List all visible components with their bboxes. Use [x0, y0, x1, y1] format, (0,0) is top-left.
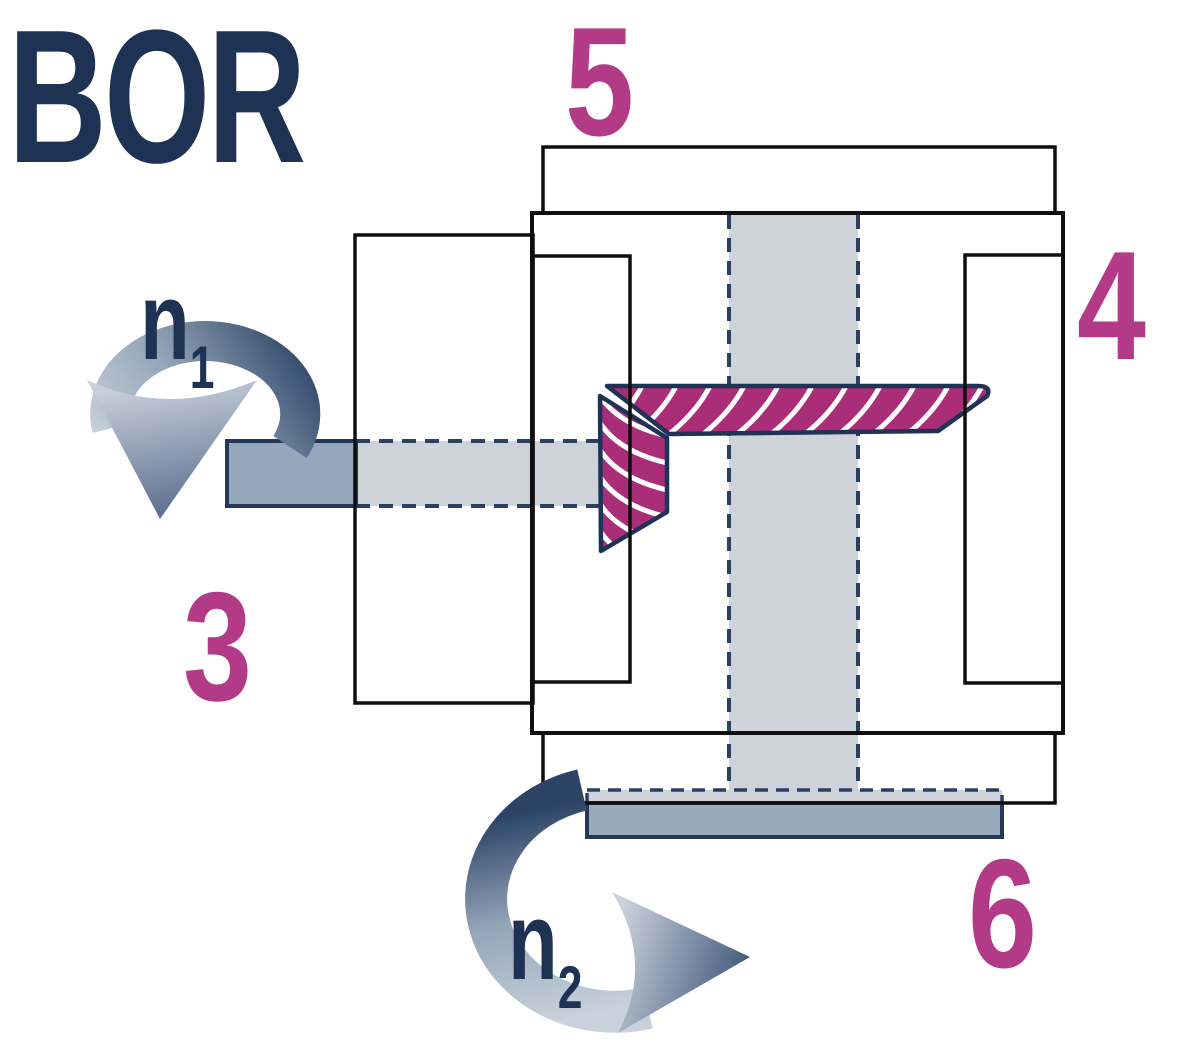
- logo-text: BOR: [8, 0, 306, 203]
- rotation-arrow-n1-icon: [87, 321, 321, 519]
- housing-outlines: [353, 145, 1065, 805]
- input-shaft-hidden: [356, 441, 602, 506]
- output-shaft: [727, 215, 860, 790]
- output-disc: [585, 788, 1004, 839]
- callout-5: 5: [565, 0, 634, 168]
- top-cover-fill: [543, 147, 1055, 213]
- arrow-band: [465, 769, 653, 1033]
- output-disc-visible: [585, 801, 1004, 839]
- arrow-head: [87, 380, 257, 519]
- input-shaft-end: [225, 439, 358, 508]
- crown-gear-outline: [604, 383, 991, 437]
- crown-gear: [604, 383, 991, 437]
- input-shaft: [225, 439, 602, 508]
- callout-6: 6: [968, 827, 1037, 1000]
- arrow-band: [90, 321, 321, 458]
- main-housing-outline: [530, 211, 1065, 735]
- speed-n2-sub: 2: [557, 954, 583, 1021]
- rotation-arrow-n2-icon: [465, 769, 750, 1033]
- arrow-head: [612, 892, 750, 1033]
- callout-4: 4: [1077, 219, 1146, 392]
- pinion-gear-outline: [597, 393, 670, 554]
- speed-n2-base: n: [508, 880, 558, 1003]
- speed-n1-sub: 1: [189, 334, 215, 401]
- output-shaft-hidden: [729, 215, 858, 790]
- callout-3: 3: [183, 560, 252, 733]
- speed-n1-base: n: [140, 260, 190, 383]
